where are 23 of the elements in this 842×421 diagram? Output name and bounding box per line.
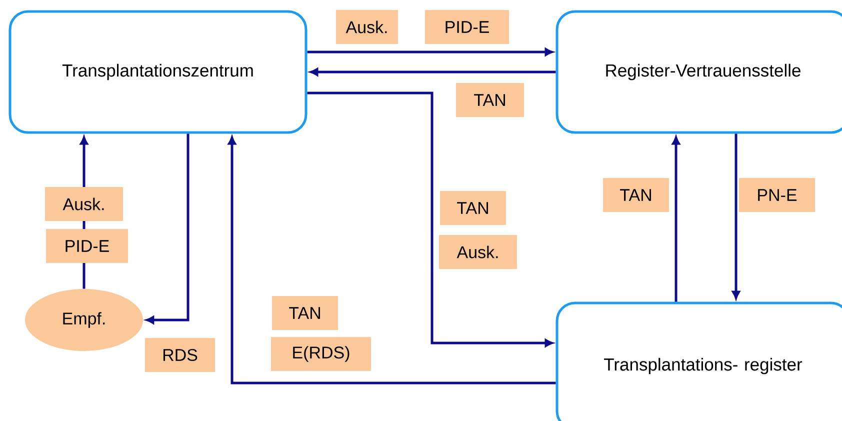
arrow: [146, 134, 190, 324]
message-tag: Ausk.: [45, 187, 123, 221]
arrow: [228, 136, 556, 384]
message-tag: Ausk.: [439, 235, 517, 269]
message-tag: TAN: [440, 191, 506, 225]
arrow: [672, 136, 680, 302]
process-box: Transplantationszentrum: [8, 10, 308, 134]
message-tag: PN-E: [739, 178, 815, 212]
ellipse-node: Empf.: [25, 289, 143, 351]
message-tag: E(RDS): [271, 337, 371, 371]
arrow: [307, 48, 554, 56]
message-tag: TAN: [456, 83, 524, 117]
message-tag: TAN: [603, 178, 669, 212]
arrow: [307, 92, 554, 347]
process-box: Register-Vertrauensstelle: [556, 10, 842, 134]
message-tag: PID-E: [46, 229, 128, 263]
arrow: [732, 134, 740, 300]
arrow: [310, 68, 556, 76]
message-tag: PID-E: [425, 10, 509, 44]
message-tag: Ausk.: [336, 10, 398, 44]
message-tag: TAN: [272, 296, 338, 330]
message-tag: RDS: [145, 338, 215, 372]
process-box: Transplantations- register: [556, 302, 842, 421]
